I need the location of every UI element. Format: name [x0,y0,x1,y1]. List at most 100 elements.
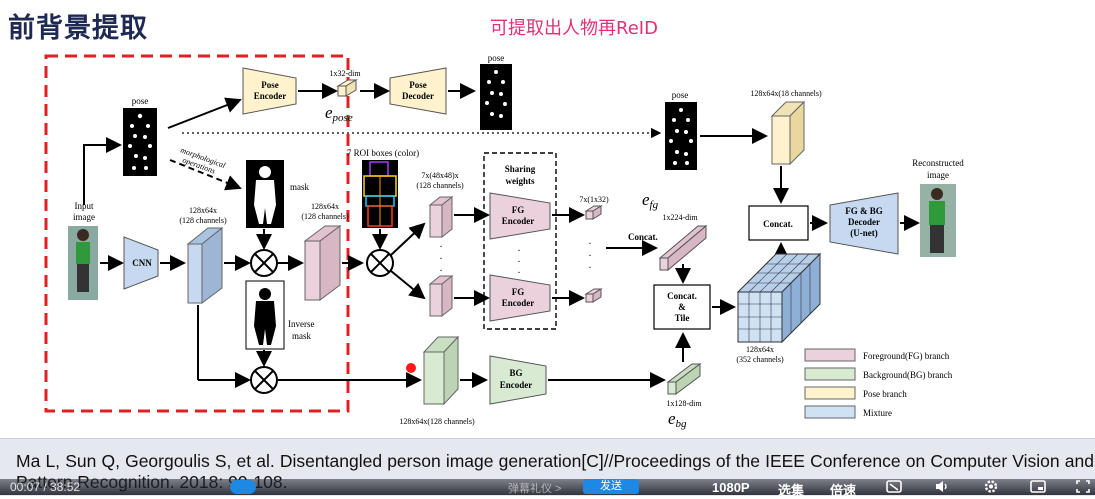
pose-heatmap-decoded [480,64,512,130]
svg-text:.: . [440,263,443,274]
svg-text:Reconstructed: Reconstructed [912,158,964,168]
svg-text:Concat.: Concat. [763,219,793,229]
svg-text:FG: FG [512,287,525,297]
concat-box-right [748,205,809,241]
multiply-op-bg [250,366,278,394]
fullscreen-icon[interactable] [1075,479,1091,494]
pose-heatmap-right [665,102,697,170]
feature-map-mixture [186,226,224,304]
multiply-op-roi [366,249,394,277]
slide-title: 前背景提取 [8,13,148,44]
svg-text:weights: weights [506,176,535,186]
inverse-mask-image [245,280,285,350]
fg-vector [658,224,708,272]
bg-encoder [489,355,547,405]
pose-embedding [336,79,358,97]
decoder-unet [829,192,899,255]
svg-text:.: . [589,248,592,259]
legend-label: Pose branch [863,389,907,399]
red-dot [406,363,416,373]
pose-heatmap-left [123,108,157,176]
svg-text:CNN: CNN [132,258,152,268]
svg-text:Encoder: Encoder [502,298,535,308]
sharing-weights-group [483,152,557,330]
danmaku-toggle[interactable] [230,480,256,494]
svg-text:ebg: ebg [668,409,687,430]
fg-encoder-top [489,192,551,240]
pose-decoder [389,67,447,115]
svg-text:Decoder: Decoder [402,91,434,101]
svg-text:Sharing: Sharing [505,164,536,174]
svg-text:mask: mask [290,182,309,192]
svg-text:Encoder: Encoder [254,91,287,101]
svg-text:128x64x: 128x64x [746,345,774,354]
legend-label: Background(BG) branch [863,370,953,380]
roi-feature-top [428,195,454,239]
fg-embedding-top [584,205,603,220]
input-label: Input [75,201,94,211]
episode-selector[interactable]: 选集 [778,483,805,498]
settings-icon[interactable] [983,479,999,494]
fg-embedding-bottom [584,288,603,303]
send-danmaku-button[interactable]: 发送 [583,479,639,494]
volume-icon[interactable] [934,479,950,494]
svg-text:(128 channels): (128 channels) [179,216,227,225]
fg-encoder-bottom [489,274,551,322]
svg-text:(352 channels): (352 channels) [736,355,784,364]
playback-speed[interactable]: 倍速 [830,483,857,498]
architecture-diagram: Input image CNN 128x64x (128 channels) p… [44,53,964,430]
svg-text:BG: BG [509,368,522,378]
input-image [68,226,98,300]
legend-swatch [804,367,856,381]
svg-text:(128 channels): (128 channels) [301,212,349,221]
svg-text:pose: pose [488,53,505,63]
svg-text:Concat.: Concat. [667,291,697,301]
highlight-box [44,54,350,413]
svg-text:epose: epose [325,103,353,124]
legend-swatch [804,405,856,419]
svg-text:1x128-dim: 1x128-dim [666,399,702,408]
quality-selector[interactable]: 1080P [712,480,750,495]
svg-text:128x64x(128 channels): 128x64x(128 channels) [399,417,475,426]
svg-text:&: & [678,302,686,312]
svg-text:7x(48x48)x: 7x(48x48)x [421,171,458,180]
svg-text:.: . [518,243,521,254]
subtitle-icon[interactable] [886,479,902,494]
svg-text:FG: FG [512,205,525,215]
svg-text:Encoder: Encoder [502,216,535,226]
svg-text:1x32-dim: 1x32-dim [329,69,361,78]
svg-text:Encoder: Encoder [500,380,533,390]
svg-text:Pose: Pose [409,80,427,90]
slide-annotation: 可提取出人物再ReID [490,18,658,39]
svg-text:Tile: Tile [675,313,690,323]
mask-image [246,160,284,228]
roi-feature-bottom [428,274,454,318]
svg-text:.: . [518,265,521,276]
legend-label: Foreground(FG) branch [863,351,950,361]
feature-map-bg [422,335,460,406]
svg-text:.: . [589,236,592,247]
svg-text:mask: mask [292,331,311,341]
cnn-block [123,236,159,290]
picture-in-picture-icon[interactable] [1030,479,1046,494]
svg-text:Decoder: Decoder [848,217,880,227]
svg-text:FG & BG: FG & BG [845,206,883,216]
svg-text:.: . [589,260,592,271]
playback-time: 00:07 / 38:52 [10,480,81,494]
svg-text:efg: efg [642,190,659,211]
svg-text:(U-net): (U-net) [850,228,878,238]
svg-text:128x64x(18 channels): 128x64x(18 channels) [750,89,822,98]
danmaku-etiquette-link[interactable]: 弹幕礼仪 > [508,483,562,495]
multiply-op-fg [250,249,278,277]
feature-map-fg [303,225,342,301]
reconstructed-image [920,184,956,257]
svg-text:Inverse: Inverse [288,319,315,329]
svg-text:7x(1x32): 7x(1x32) [579,195,609,204]
bg-vector [666,363,702,395]
svg-text:image: image [927,170,949,180]
svg-text:7 ROI boxes (color): 7 ROI boxes (color) [347,148,419,158]
feature-map-pose [770,100,806,166]
svg-text:(128 channels): (128 channels) [416,181,464,190]
feature-cube-mixture [736,252,822,344]
